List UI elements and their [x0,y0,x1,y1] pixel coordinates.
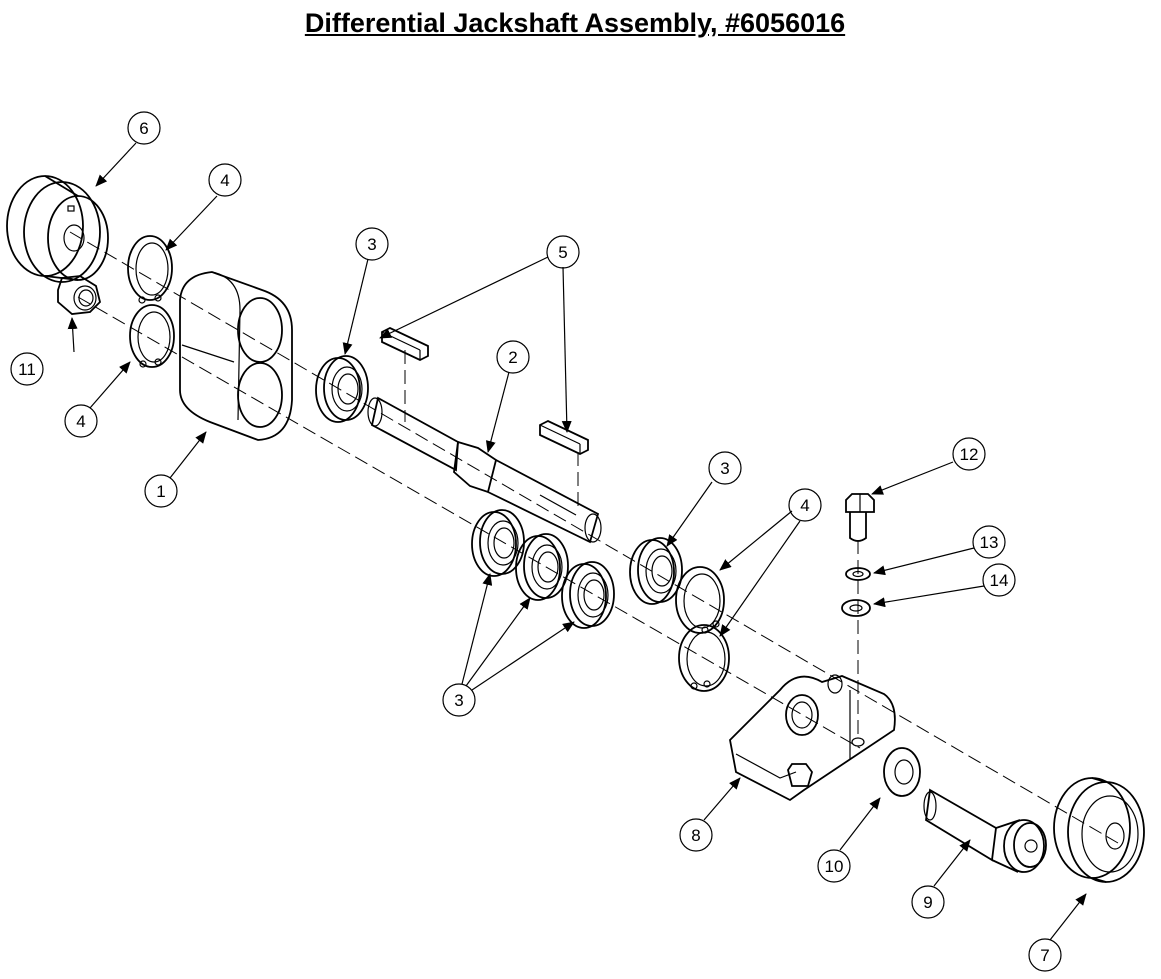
callout-14: 14 [982,563,1016,597]
assembly-centerlines [69,231,1119,844]
svg-text:7: 7 [1040,946,1049,965]
shoulder-bolt [923,788,1047,873]
callout-6: 6 [127,111,161,145]
callout-13: 13 [972,525,1006,559]
callout-4-top: 4 [208,163,242,197]
callout-5: 5 [546,235,580,269]
retaining-ring [127,235,173,304]
svg-text:13: 13 [980,533,999,552]
svg-text:5: 5 [558,243,567,262]
hex-bolt [845,493,875,542]
svg-text:2: 2 [508,348,517,367]
svg-text:3: 3 [454,691,463,710]
callout-1: 1 [144,474,178,508]
callout-12: 12 [952,437,986,471]
callout-3-right: 3 [708,451,742,485]
callout-3-bottom: 3 [442,683,476,717]
diagram-title: Differential Jackshaft Assembly, #605601… [304,8,846,38]
jackshaft [367,396,602,544]
callout-11: 11 [10,352,44,386]
svg-text:11: 11 [18,360,36,379]
pulley-left [6,175,109,283]
callout-4-right: 4 [788,488,822,522]
housing-block [179,271,293,441]
retaining-ring [675,566,725,634]
bearing [315,355,369,423]
callout-9: 9 [911,885,945,919]
callout-10: 10 [817,849,851,883]
bearing [515,533,569,601]
svg-text:1: 1 [156,482,165,501]
hex-nut [57,275,101,315]
callout-4-left: 4 [64,404,98,438]
key [539,419,589,456]
svg-text:14: 14 [990,571,1009,590]
svg-text:4: 4 [76,412,85,431]
svg-text:3: 3 [720,459,729,478]
retaining-ring [129,304,175,368]
callout-8: 8 [679,818,713,852]
svg-text:12: 12 [960,445,979,464]
svg-text:6: 6 [139,119,148,138]
callout-3-top: 3 [355,227,389,261]
flat-washer [841,599,871,617]
lock-washer [845,567,871,581]
mounting-bracket [729,674,896,802]
pulley-right [1053,777,1145,883]
washer [883,747,921,797]
svg-text:4: 4 [220,171,229,190]
svg-text:4: 4 [800,496,809,515]
bearing [629,537,683,605]
retaining-ring [678,624,730,692]
svg-text:9: 9 [923,893,932,912]
svg-text:8: 8 [691,826,700,845]
svg-text:3: 3 [367,235,376,254]
bearing [561,561,615,629]
callout-2: 2 [496,340,530,374]
leader-lines [67,142,1087,941]
svg-text:10: 10 [825,857,844,876]
callout-7: 7 [1028,938,1062,972]
